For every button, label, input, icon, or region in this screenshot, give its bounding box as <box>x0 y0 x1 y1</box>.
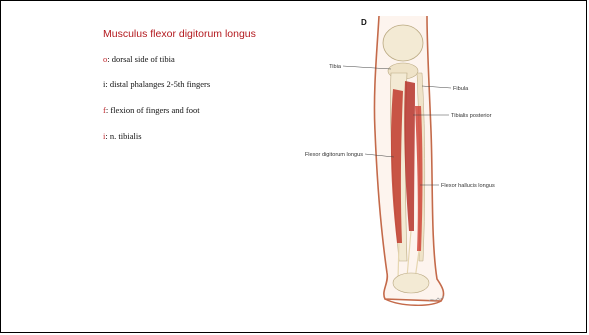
item-text: n. tibialis <box>108 131 142 141</box>
leg-anatomy-illustration: D Tibia Fibula Tibialis posterior Flexor… <box>281 11 541 311</box>
list-item: i: n. tibialis <box>103 131 142 141</box>
label-fibula: Fibula <box>453 86 469 92</box>
knee-joint <box>383 25 423 61</box>
label-tibialis-posterior: Tibialis posterior <box>451 113 492 119</box>
ankle <box>393 273 429 293</box>
label-flexor-hallucis-longus: Flexor hallucis longus <box>441 183 495 189</box>
list-item: o: dorsal side of tibia <box>103 54 175 64</box>
label-tibia: Tibia <box>329 64 342 70</box>
panel-letter: D <box>361 18 367 27</box>
item-text: distal phalanges 2-5th fingers <box>108 79 210 89</box>
item-text: dorsal side of tibia <box>110 54 175 64</box>
list-item: i: distal phalanges 2-5th fingers <box>103 79 210 89</box>
label-flexor-digitorum-longus: Flexor digitorum longus <box>305 152 363 158</box>
list-item: f: flexion of fingers and foot <box>103 105 200 115</box>
slide-title: Musculus flexor digitorum longus <box>103 28 256 40</box>
item-text: flexion of fingers and foot <box>108 105 199 115</box>
